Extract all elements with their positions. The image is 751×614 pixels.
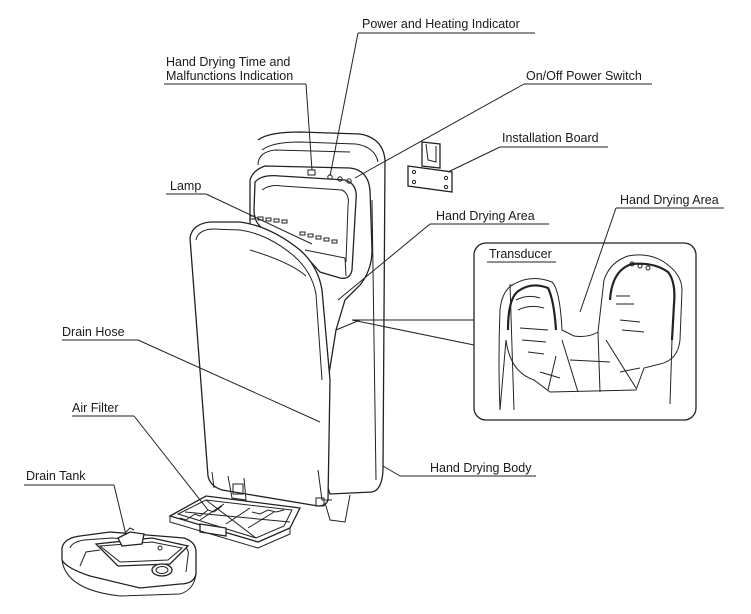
label-air-filter: Air Filter [72, 401, 119, 415]
label-installation-board: Installation Board [502, 131, 599, 145]
label-hand-drying-time: Hand Drying Time and [166, 55, 290, 69]
air-filter [168, 495, 301, 549]
label-drain-hose: Drain Hose [62, 325, 125, 339]
label-malfunctions-indication: Malfunctions Indication [166, 69, 293, 83]
label-on-off-switch: On/Off Power Switch [526, 69, 642, 83]
label-hand-drying-area: Hand Drying Area [436, 209, 535, 223]
label-hand-drying-body: Hand Drying Body [430, 461, 532, 475]
label-drain-tank: Drain Tank [26, 469, 86, 483]
leader-lines [24, 32, 724, 536]
label-transducer: Transducer [489, 247, 552, 261]
label-lamp: Lamp [170, 179, 201, 193]
drain-tank [61, 527, 197, 597]
label-hand-drying-area-inset: Hand Drying Area [620, 193, 719, 207]
installation-board [407, 141, 453, 193]
label-power-heating: Power and Heating Indicator [362, 17, 520, 31]
hand-dryer-body [189, 131, 386, 523]
drying-area-inset [473, 242, 697, 421]
